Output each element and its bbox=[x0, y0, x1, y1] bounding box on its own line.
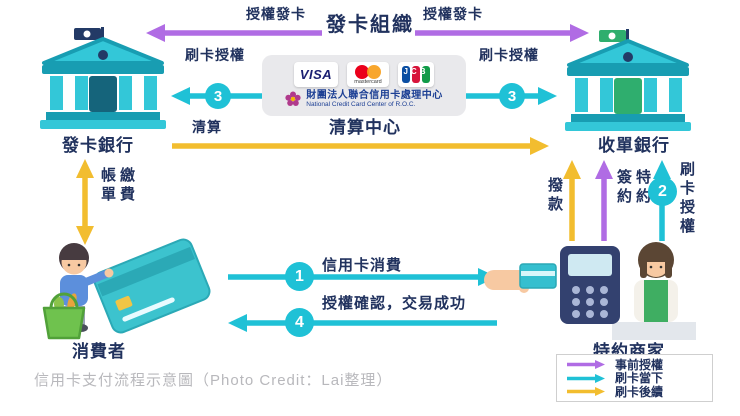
nccc-name-en: National Credit Card Center of R.O.C. bbox=[306, 101, 416, 109]
step4-arrow bbox=[228, 314, 497, 332]
contract-label-col1: 簽約 bbox=[615, 169, 632, 207]
caption: 信用卡支付流程示意圖（Photo Credit：Lai整理） bbox=[34, 372, 393, 389]
legend-label-post-swipe: 刷卡後續 bbox=[615, 384, 664, 399]
counter bbox=[612, 322, 696, 340]
legend-row-pre-auth: 事前授權 bbox=[567, 359, 702, 371]
auth-issue-left-label: 授權發卡 bbox=[246, 6, 306, 22]
plum-blossom-icon bbox=[285, 91, 301, 107]
mastercard-circles-icon bbox=[354, 64, 382, 79]
swipe-auth-vertical-label: 刷卡授權 bbox=[678, 161, 695, 237]
legend-cyan-arrow-icon bbox=[567, 373, 605, 383]
acquirer-bank-title: 收單銀行 bbox=[598, 136, 670, 155]
clerk-person bbox=[634, 242, 678, 322]
card-logos-row: VISA mastercard JCB bbox=[294, 62, 434, 88]
clearing-label: 清算 bbox=[192, 119, 222, 135]
bill-payment-label-col1: 帳單 bbox=[99, 167, 116, 205]
step-2-circle: 2 bbox=[648, 177, 677, 206]
auth-issue-left-arrow bbox=[146, 24, 322, 42]
nccc-name-zh: 財團法人聯合信用卡處理中心 bbox=[306, 90, 443, 102]
jcb-logo: JCB bbox=[398, 62, 434, 88]
swipe-auth-right-label: 刷卡授權 bbox=[479, 47, 539, 63]
step-3-circle-left: 3 bbox=[205, 83, 231, 109]
issuer-bank-title: 發卡銀行 bbox=[62, 136, 134, 155]
clearing-center-box: VISA mastercard JCB bbox=[262, 55, 466, 116]
disbursement-label: 撥款 bbox=[546, 177, 563, 215]
clearing-center-title: 清算中心 bbox=[329, 118, 401, 137]
merchant-illustration bbox=[484, 230, 696, 352]
legend-label-at-swipe: 刷卡當下 bbox=[615, 371, 664, 385]
legend-yellow-arrow-icon bbox=[567, 387, 605, 396]
clearing-arrow bbox=[172, 137, 549, 155]
step-3-circle-right: 3 bbox=[499, 83, 525, 109]
legend-label-pre-auth: 事前授權 bbox=[615, 357, 664, 372]
pos-terminal-icon bbox=[560, 246, 620, 324]
nccc-text: 財團法人聯合信用卡處理中心 National Credit Card Cente… bbox=[306, 90, 443, 108]
step-1-circle: 1 bbox=[285, 262, 314, 291]
nccc-logo-row: 財團法人聯合信用卡處理中心 National Credit Card Cente… bbox=[285, 90, 443, 108]
mastercard-logo: mastercard bbox=[347, 62, 389, 88]
hand-with-card-icon bbox=[484, 263, 557, 293]
bill-payment-label-col2: 繳費 bbox=[118, 167, 135, 205]
visa-logo: VISA bbox=[294, 62, 338, 88]
shopping-basket-icon bbox=[42, 292, 86, 340]
bill-payment-arrow bbox=[76, 159, 94, 245]
legend-row-post-swipe: 刷卡後續 bbox=[567, 386, 702, 398]
legend-purple-arrow-icon bbox=[567, 360, 605, 369]
legend-box: 事前授權 刷卡當下 刷卡後續 bbox=[556, 354, 713, 402]
issuer-bank-icon bbox=[38, 27, 168, 131]
contract-label-col2: 特約 bbox=[634, 169, 651, 207]
card-network-title: 發卡組織 bbox=[326, 14, 414, 36]
jcb-stripes-icon bbox=[402, 66, 430, 84]
auth-issue-right-arrow bbox=[415, 24, 589, 42]
jcb-word: JCB bbox=[403, 67, 429, 77]
disbursement-arrow bbox=[563, 160, 581, 241]
acquirer-bank-icon bbox=[563, 29, 693, 133]
swipe-auth-left-label: 刷卡授權 bbox=[185, 47, 245, 63]
step1-label: 信用卡消費 bbox=[322, 257, 403, 274]
mastercard-word: mastercard bbox=[354, 78, 382, 85]
consumer-title: 消費者 bbox=[72, 342, 126, 361]
consumer-illustration bbox=[34, 224, 214, 349]
credit-card-icon bbox=[93, 238, 211, 334]
contract-arrow bbox=[595, 160, 613, 241]
step4-label: 授權確認，交易成功 bbox=[322, 295, 467, 312]
auth-issue-right-label: 授權發卡 bbox=[423, 6, 483, 22]
legend-row-at-swipe: 刷卡當下 bbox=[567, 372, 702, 384]
step-4-circle: 4 bbox=[285, 308, 314, 337]
